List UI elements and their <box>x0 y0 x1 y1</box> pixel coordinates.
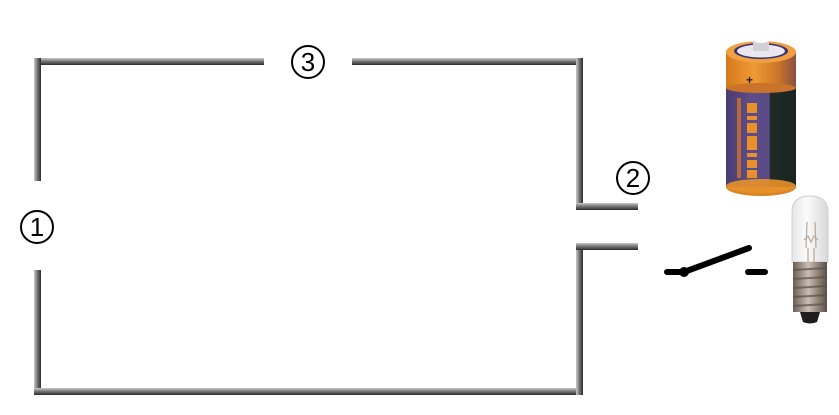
battery-plus-sign: + <box>746 73 753 87</box>
battery-bottom-edge <box>726 179 796 193</box>
wire-right-upper <box>576 58 583 210</box>
battery-terminal-top <box>753 37 769 43</box>
label-3: 3 <box>291 45 325 79</box>
wire-loop <box>34 58 638 395</box>
wire-left-upper <box>34 58 41 181</box>
wire-right-lower <box>576 243 583 395</box>
switch-lever[interactable] <box>681 245 752 275</box>
battery-body <box>726 80 796 187</box>
bulb-threads <box>792 267 828 307</box>
label-2-text: 2 <box>625 163 641 193</box>
terminal-lower <box>576 243 638 250</box>
bulb-glass <box>791 195 829 263</box>
wire-bottom <box>34 388 583 395</box>
bulb-icon[interactable] <box>791 195 829 324</box>
switch[interactable] <box>664 245 768 277</box>
label-1: 1 <box>20 210 54 244</box>
bulb-tip <box>800 312 820 324</box>
label-2: 2 <box>616 161 650 195</box>
wire-left-lower <box>34 270 41 395</box>
label-3-text: 3 <box>300 47 316 77</box>
battery-terminal <box>753 40 769 51</box>
battery-cap-bottom <box>726 83 796 93</box>
battery-stripe <box>737 98 741 178</box>
battery-icon[interactable]: + <box>726 37 796 196</box>
terminal-upper <box>576 203 638 210</box>
wire-top-right <box>352 58 583 65</box>
battery-orange-bars <box>747 103 757 178</box>
wire-top-left <box>34 58 264 65</box>
label-1-text: 1 <box>29 212 45 242</box>
bulb-filament <box>803 221 819 262</box>
